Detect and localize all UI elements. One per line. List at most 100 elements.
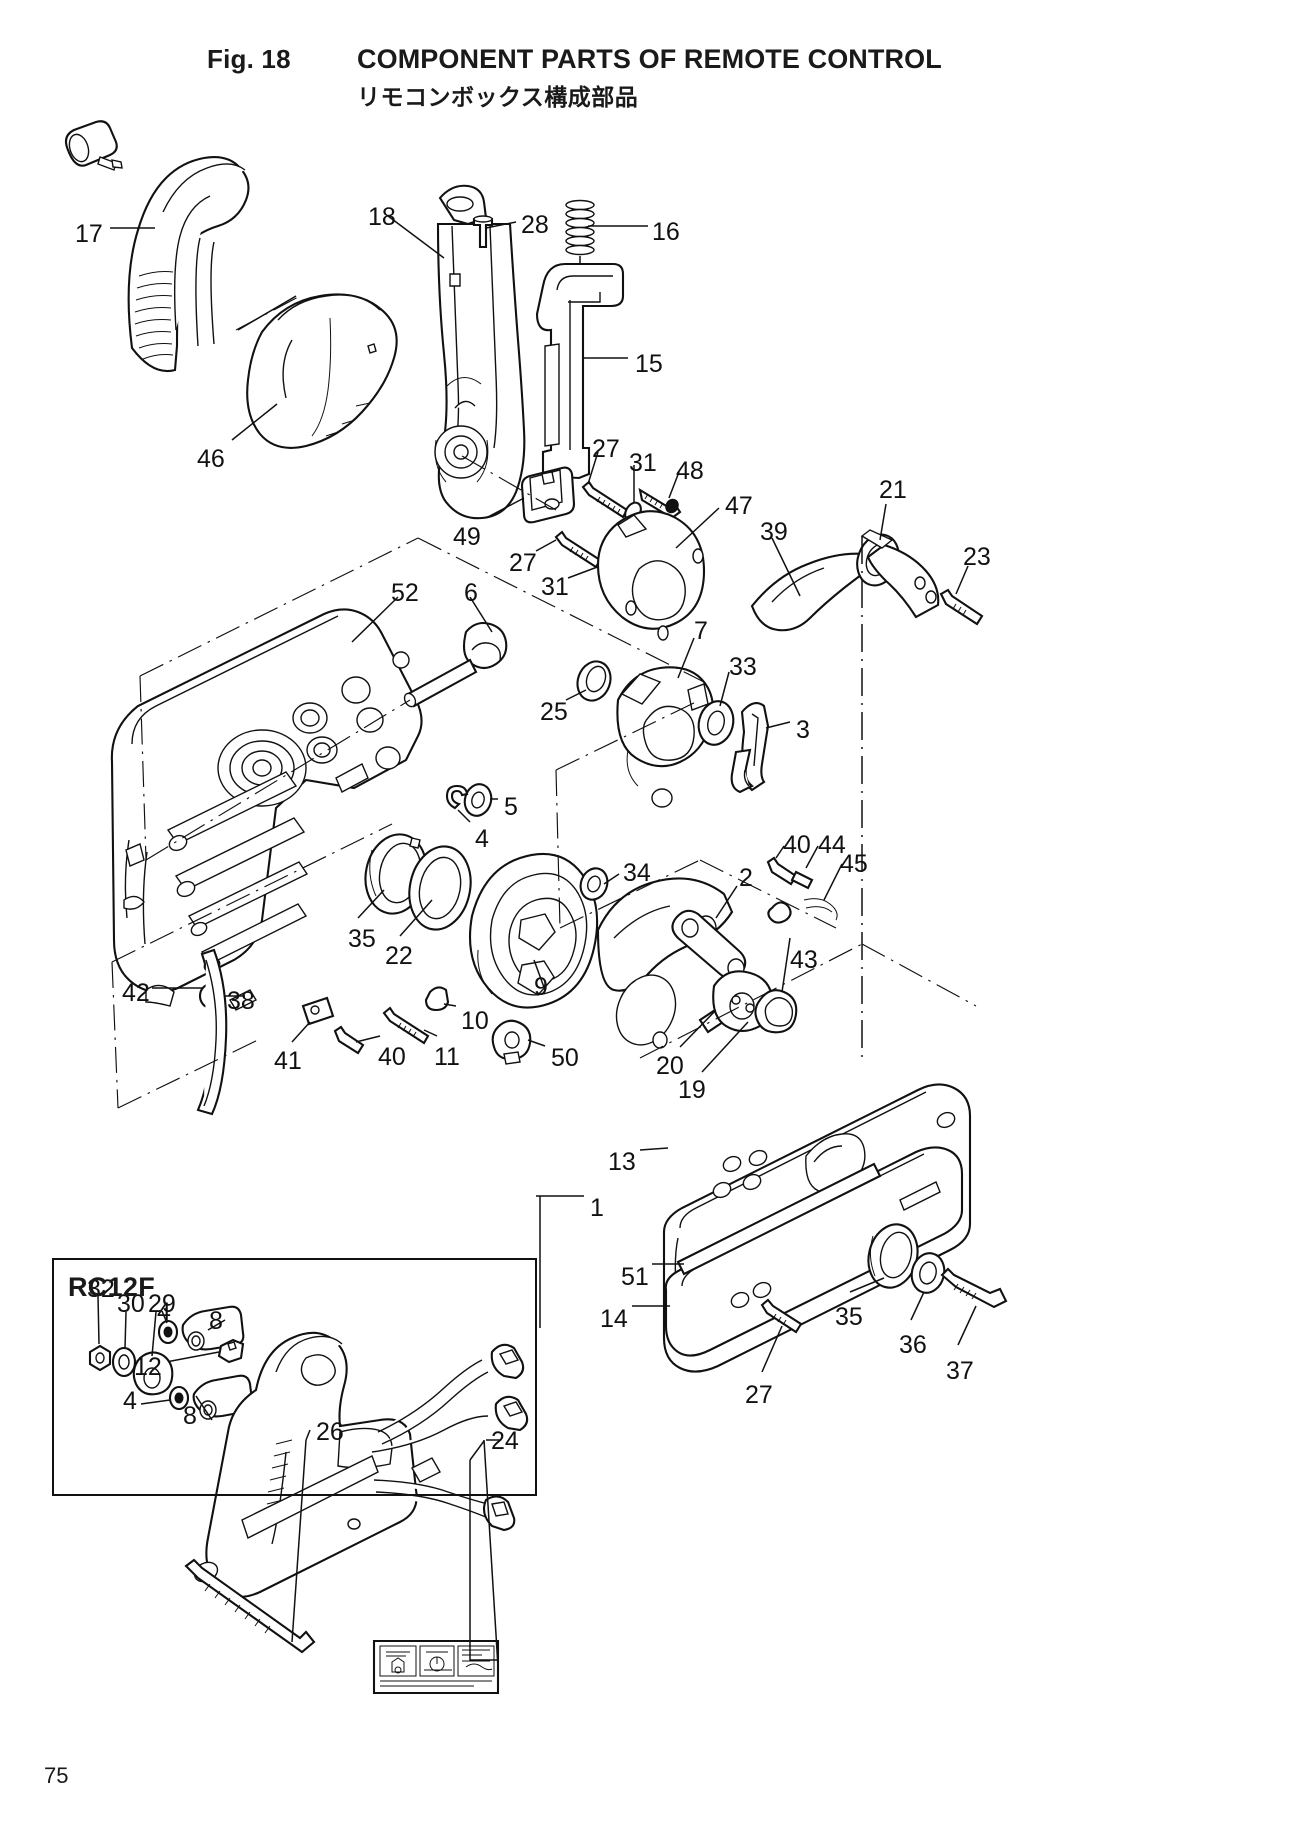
callout-number-31: 31 xyxy=(541,573,569,601)
callout-number-19: 19 xyxy=(678,1076,706,1104)
callout-number-34: 34 xyxy=(623,859,651,887)
part-42-seal-strip xyxy=(152,950,226,1114)
inset-box-label: RC12F xyxy=(68,1272,156,1302)
callout-number-33: 33 xyxy=(729,653,757,681)
callout-number-47: 47 xyxy=(725,492,753,520)
callout-number-45: 45 xyxy=(840,850,868,878)
callout-number-37: 37 xyxy=(946,1357,974,1385)
part-45-spring-clip xyxy=(768,864,842,923)
callout-number-13: 13 xyxy=(608,1148,636,1176)
part-41-plate xyxy=(292,998,333,1042)
callout-number-36: 36 xyxy=(899,1331,927,1359)
callout-number-38: 38 xyxy=(227,987,255,1015)
callout-number-1: 1 xyxy=(590,1194,604,1222)
callout-number-10: 10 xyxy=(461,1007,489,1035)
callout-number-2: 2 xyxy=(739,864,753,892)
part-10-nut xyxy=(426,987,456,1010)
callout-number-28: 28 xyxy=(521,211,549,239)
part-14-mount-strip xyxy=(632,1147,962,1355)
part-36-washer xyxy=(908,1250,949,1320)
part-2-shift-bracket xyxy=(598,878,737,1054)
callout-number-46: 46 xyxy=(197,445,225,473)
part-20-link-arm xyxy=(672,911,745,1047)
callout-number-4: 4 xyxy=(157,1298,171,1326)
part-27-screw-right xyxy=(762,1300,801,1372)
callout-number-43: 43 xyxy=(790,946,818,974)
callout-number-17: 17 xyxy=(75,220,103,248)
callout-number-5: 5 xyxy=(504,793,518,821)
part-6-knob-shaft xyxy=(402,597,506,709)
callout-number-7: 7 xyxy=(694,617,708,645)
part-34-pin xyxy=(576,865,619,904)
callout-number-35: 35 xyxy=(348,925,376,953)
callout-number-30: 30 xyxy=(117,1290,145,1318)
callout-number-23: 23 xyxy=(963,543,991,571)
part-51-seal-strip xyxy=(652,1164,880,1274)
part-5-washer xyxy=(461,781,498,819)
figure-number: Fig. 18 xyxy=(207,44,291,74)
part-25-bushing xyxy=(566,657,616,706)
page-number: 75 xyxy=(44,1763,69,1788)
callout-number-39: 39 xyxy=(760,518,788,546)
callout-number-14: 14 xyxy=(600,1305,628,1333)
diagram-header: Fig. 18 COMPONENT PARTS OF REMOTE CONTRO… xyxy=(0,0,1290,111)
callout-number-50: 50 xyxy=(551,1044,579,1072)
part-27-screw-lower xyxy=(536,532,600,567)
callout-number-27: 27 xyxy=(509,549,537,577)
part-19-cam xyxy=(702,971,773,1072)
part-50-clip xyxy=(493,1021,545,1064)
callout-number-4: 4 xyxy=(475,825,489,853)
part-4-snap-ring-upper xyxy=(447,786,470,822)
callout-number-4: 4 xyxy=(123,1387,137,1415)
callout-number-29: 29 xyxy=(148,1290,176,1318)
part-3-shift-rod xyxy=(732,703,790,792)
callout-number-8: 8 xyxy=(183,1402,197,1430)
part-40-screw-lower xyxy=(335,1027,380,1053)
callout-number-40: 40 xyxy=(783,831,811,859)
callout-number-31: 31 xyxy=(629,449,657,477)
part-7-cam-plate xyxy=(617,638,713,807)
callout-number-9: 9 xyxy=(534,973,548,1001)
part-22-gasket xyxy=(400,841,478,936)
part-11-screw xyxy=(384,1008,437,1043)
callout-number-6: 6 xyxy=(464,579,478,607)
part-16-spring xyxy=(566,201,648,331)
part-28-screw xyxy=(474,216,516,247)
figure-title-english: COMPONENT PARTS OF REMOTE CONTROL xyxy=(357,44,942,74)
callout-number-16: 16 xyxy=(652,218,680,246)
callout-number-44: 44 xyxy=(818,831,846,859)
callout-number-24: 24 xyxy=(491,1427,519,1455)
part-35-seal-ring-right xyxy=(850,1219,924,1293)
inset-box-rc12f xyxy=(52,1258,537,1496)
callout-number-22: 22 xyxy=(385,942,413,970)
callout-number-35: 35 xyxy=(835,1303,863,1331)
callout-number-48: 48 xyxy=(676,457,704,485)
callout-number-27: 27 xyxy=(745,1381,773,1409)
callout-number-3: 3 xyxy=(796,716,810,744)
part-18-lever-arm xyxy=(388,186,524,518)
callout-number-20: 20 xyxy=(656,1052,684,1080)
callout-number-26: 26 xyxy=(316,1418,344,1446)
callout-number-42: 42 xyxy=(122,979,150,1007)
callout-number-21: 21 xyxy=(879,476,907,504)
callout-number-51: 51 xyxy=(621,1263,649,1291)
part-21-bushing-arm xyxy=(850,504,938,1060)
callout-number-8: 8 xyxy=(209,1307,223,1335)
callout-number-18: 18 xyxy=(368,203,396,231)
callout-number-11: 11 xyxy=(434,1043,460,1071)
part-48-screw xyxy=(640,472,681,518)
figure-title-japanese: リモコンボックス構成部品 xyxy=(357,85,639,111)
part-33-washer xyxy=(694,672,738,748)
callout-number-32: 32 xyxy=(87,1275,115,1303)
callout-number-40: 40 xyxy=(378,1043,406,1071)
callout-number-12: 12 xyxy=(134,1353,162,1381)
part-49-clamp-block xyxy=(486,468,574,523)
callout-number-49: 49 xyxy=(453,523,481,551)
part-35-seal-ring-left xyxy=(358,829,434,920)
part-39-lever-plate xyxy=(752,538,876,630)
part-23-screw xyxy=(941,566,982,624)
part-37-bolt xyxy=(942,1269,1006,1345)
callout-number-52: 52 xyxy=(391,579,419,607)
